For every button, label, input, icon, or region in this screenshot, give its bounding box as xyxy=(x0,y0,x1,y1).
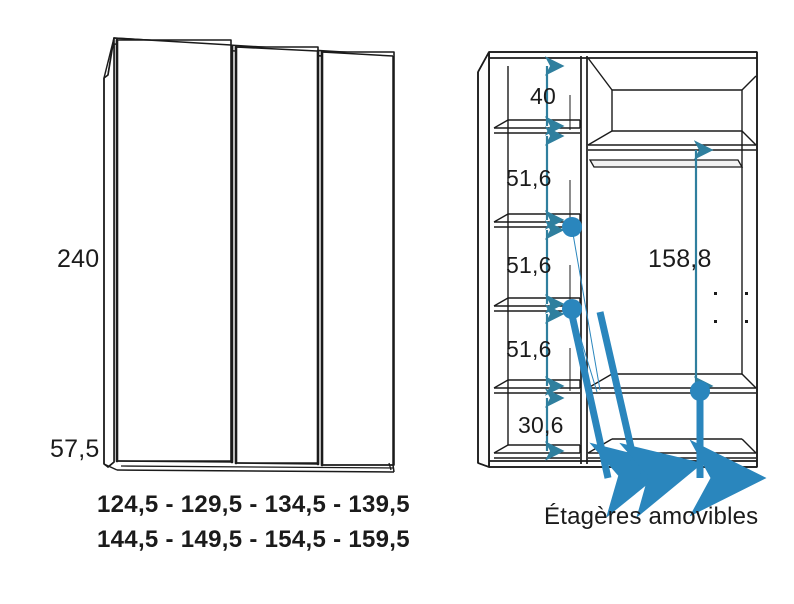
dim-shelf-gap-3: 51,6 xyxy=(506,252,552,278)
dim-shelf-gap-top: 40 xyxy=(530,83,556,109)
left-wardrobe-outline-detail xyxy=(115,38,324,467)
left-wardrobe-base xyxy=(120,462,395,471)
shelf-marker-3 xyxy=(690,381,710,401)
shelf-marker-2 xyxy=(562,299,582,319)
dim-depth: 57,5 xyxy=(50,435,100,463)
left-wardrobe-body xyxy=(103,37,395,468)
left-wardrobe-perspective-lines xyxy=(103,37,395,473)
callout-arrows xyxy=(568,311,767,518)
callout-arrow-1 xyxy=(568,314,673,518)
dim-total-height: 240 xyxy=(57,245,100,273)
dimension-arrows xyxy=(544,56,714,461)
dim-shelf-gap-2: 51,6 xyxy=(506,165,552,191)
callout-caption: Étagères amovibles xyxy=(544,503,759,530)
dim-shelf-gap-4: 51,6 xyxy=(506,336,552,362)
dim-hanging-height: 158,8 xyxy=(648,245,712,273)
dim-shelf-gap-bottom: 30,6 xyxy=(518,412,564,438)
callout-arrow-2 xyxy=(596,311,703,518)
shelf-marker-1 xyxy=(562,217,582,237)
hanging-rail xyxy=(588,159,744,168)
shelf-pin-holes xyxy=(714,292,748,323)
callout-markers xyxy=(562,217,710,401)
width-options-line-2: 144,5 - 149,5 - 154,5 - 159,5 xyxy=(97,526,410,553)
right-wardrobe-outline xyxy=(477,51,758,468)
width-options-line-1: 124,5 - 129,5 - 134,5 - 139,5 xyxy=(97,491,410,518)
